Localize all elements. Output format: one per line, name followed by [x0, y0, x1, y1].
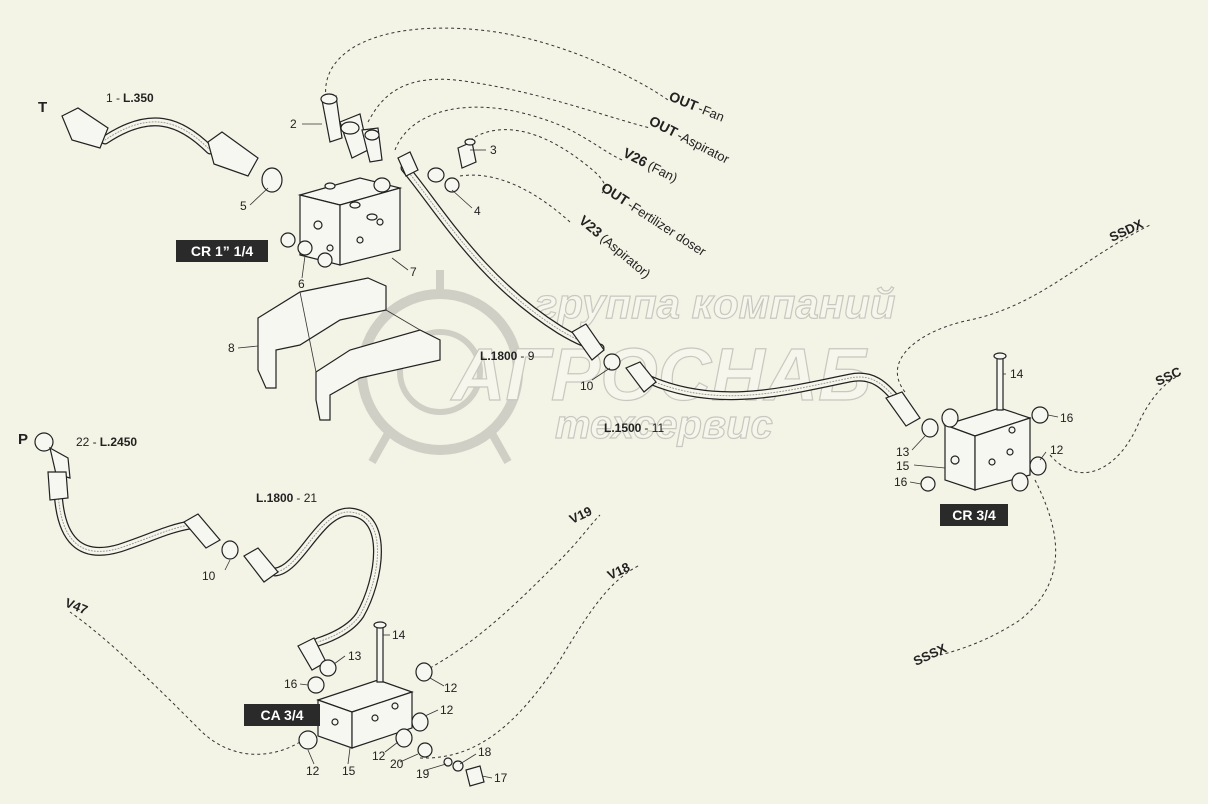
dest-ssdx: SSDX [1107, 216, 1146, 245]
callout-13-right: 13 [896, 445, 910, 459]
dest-v23-code: V23 [576, 212, 606, 240]
callouts: 2 3 4 5 6 7 8 10 10 14 16 12 13 15 16 14… [202, 117, 1074, 785]
callout-17: 17 [494, 771, 508, 785]
dest-out-fertilizer-text: -Fertilizer doser [625, 197, 709, 259]
manifold-cr-3-4 [943, 352, 1032, 491]
hose-21-length: L.1800 [256, 491, 294, 505]
callout-16-right: 16 [1060, 411, 1074, 425]
dest-v18-label: V18 [605, 559, 632, 582]
hose-9-label: L.1800- 9 [480, 349, 535, 363]
callout-10-bottom: 10 [202, 569, 216, 583]
dest-v26-fan: V26(Fan) [621, 144, 681, 185]
callout-5: 5 [240, 199, 247, 213]
dest-out-aspirator-code: OUT [647, 112, 681, 140]
callout-15-right: 15 [896, 459, 910, 473]
hose-11-num: - 11 [644, 421, 664, 435]
dest-v19: V19 [567, 503, 594, 526]
callout-12-bottom-a: 12 [444, 681, 458, 695]
dest-ssc-label: SSC [1153, 364, 1184, 389]
port-t-label: T [38, 99, 47, 116]
callout-14-right: 14 [1010, 367, 1024, 381]
watermark: группа компаний АГРОСНАБ техсервис [357, 270, 896, 464]
callout-12-right: 12 [1050, 443, 1064, 457]
dest-v26-code: V26 [621, 144, 651, 170]
dest-v47-label: V47 [63, 595, 90, 618]
hose-11-label: L.1500- 11 [604, 421, 664, 435]
dashed-connections [69, 27, 1181, 759]
hose-22-length: L.2450 [100, 435, 138, 449]
dest-sssx-label: SSSX [911, 640, 949, 668]
leader-lines [224, 123, 1059, 779]
watermark-line1: группа компаний [535, 280, 895, 327]
hose-22-label: 22 -L.2450 [76, 435, 137, 449]
badge-ca-3-4-label: CA 3/4 [260, 707, 303, 723]
callout-16-bottom: 16 [284, 677, 298, 691]
callout-4: 4 [474, 204, 481, 218]
fittings [34, 93, 1049, 787]
mounting-bracket [257, 277, 441, 421]
callout-8: 8 [228, 341, 235, 355]
dest-v18: V18 [605, 559, 632, 582]
dest-out-fan-code: OUT [667, 88, 701, 114]
hose-9-num: - 9 [520, 349, 534, 363]
svg-text:V23(Aspirator): V23(Aspirator) [576, 212, 654, 281]
dest-out-aspirator-text: -Aspirator [675, 128, 733, 167]
svg-text:OUT-Fan: OUT-Fan [667, 88, 727, 125]
hose-9-length: L.1800 [480, 349, 518, 363]
dest-v23-aspirator: V23(Aspirator) [576, 212, 654, 281]
hose-22-num: 22 - [76, 435, 97, 449]
badge-cr-3-4: CR 3/4 [940, 504, 1008, 526]
watermark-line3: техсервис [555, 403, 773, 447]
callout-19: 19 [416, 767, 430, 781]
hose-21-label: L.1800- 21 [256, 491, 317, 505]
watermark-line2: АГРОСНАБ [450, 333, 871, 416]
callout-12-bottom-b: 12 [440, 703, 454, 717]
hose-1-num: 1 - [106, 91, 120, 105]
callout-13-bottom: 13 [348, 649, 362, 663]
badge-cr-1-1-4-label: CR 1” 1/4 [191, 243, 253, 259]
dest-v19-label: V19 [567, 503, 594, 526]
badge-cr-1-1-4: CR 1” 1/4 [176, 240, 268, 262]
dest-ssdx-label: SSDX [1107, 216, 1146, 245]
callout-3: 3 [490, 143, 497, 157]
manifold-ca-3-4 [316, 621, 414, 749]
dest-ssc: SSC [1153, 364, 1184, 389]
hose-11-length: L.1500 [604, 421, 642, 435]
callout-20: 20 [390, 757, 404, 771]
callout-16-right-b: 16 [894, 475, 908, 489]
callout-10-top: 10 [580, 379, 594, 393]
dest-v23-text: (Aspirator) [597, 231, 653, 281]
callout-2: 2 [290, 117, 297, 131]
dest-out-fan-text: -Fan [696, 101, 726, 125]
dest-v26-text: (Fan) [646, 158, 680, 185]
callout-14-bottom: 14 [392, 628, 406, 642]
callout-7: 7 [410, 265, 417, 279]
badge-cr-3-4-label: CR 3/4 [952, 507, 996, 523]
svg-text:V26(Fan): V26(Fan) [621, 144, 681, 185]
manifold-cr-1-1-4 [297, 177, 403, 266]
dest-out-fan: OUT-Fan [667, 88, 727, 125]
badge-ca-3-4: CA 3/4 [244, 704, 320, 726]
callout-18: 18 [478, 745, 492, 759]
callout-12-bottom-d: 12 [306, 764, 320, 778]
hose-1-label: 1 -L.350 [106, 91, 154, 105]
dest-v47: V47 [63, 595, 90, 618]
hose-1-length: L.350 [123, 91, 154, 105]
callout-6: 6 [298, 277, 305, 291]
dest-sssx: SSSX [911, 640, 949, 668]
callout-15-bottom: 15 [342, 764, 356, 778]
hose-21-num: - 21 [296, 491, 317, 505]
port-p-label: P [18, 431, 28, 448]
callout-12-bottom-c: 12 [372, 749, 386, 763]
